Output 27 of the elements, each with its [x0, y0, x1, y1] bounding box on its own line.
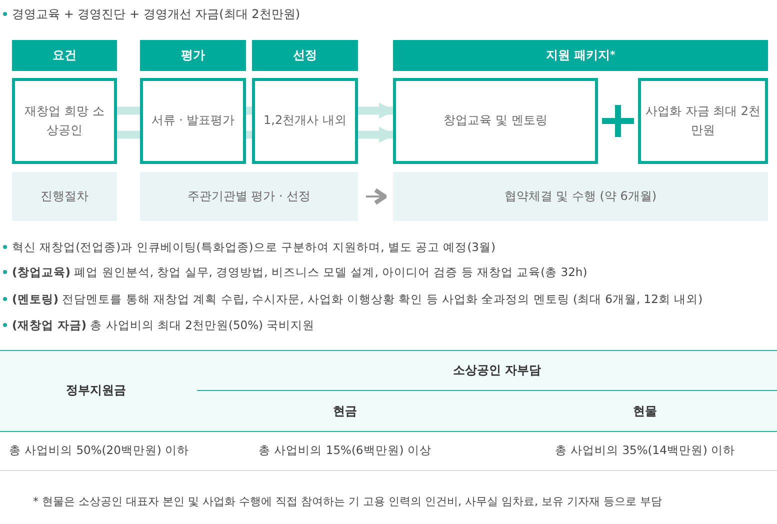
arrow [366, 188, 388, 205]
step-box: 창업교육 및 멘토링 [393, 78, 598, 164]
note-text: 혁신 재창업(전업종)과 인큐베이팅(특화업종)으로 구분하여 지원하며, 별도 공고 예정(3월) [12, 239, 496, 256]
note-text: (창업교육) 폐업 원인분석, 창업 실무, 경영방법, 비즈니스 모델 설계, 아이디어 검증 등 재창업 교육(총 32h) [12, 264, 588, 281]
header-bar: 요건 [12, 40, 117, 71]
stage-band: 주관기관별 평가 · 선정 [140, 172, 358, 221]
arrow [358, 126, 395, 143]
arrow [358, 102, 395, 119]
header-bar: 선정 [252, 40, 358, 71]
footnote-text: * 현물은 소상공인 대표자 본인 및 사업화 수행에 직접 참여하는 기 고용 인력의 인건비, 사무실 임차료, 보유 기자재 등으로 부담 [33, 494, 662, 510]
column-header: 소상공인 자부담 [452, 363, 542, 377]
step-box: 사업화 자금 최대 2천만원 [638, 78, 768, 164]
column-header: 현금 [333, 404, 357, 418]
column-header: 정부지원금 [66, 383, 126, 397]
step-box: 서류 · 발표평가 [140, 78, 246, 164]
table-text: 총 사업비의 50%(20백만원) 이하 [8, 443, 190, 457]
column-header: 현물 [633, 404, 657, 418]
table-text: 총 사업비의 35%(14백만원) 이하 [554, 443, 736, 457]
stage-band: 진행절차 [12, 172, 117, 221]
table-text: 총 사업비의 15%(6백만원) 이상 [258, 443, 432, 457]
stage-band: 협약체결 및 수행 (약 6개월) [393, 172, 768, 221]
step-box: 1,2천개사 내외 [252, 78, 358, 164]
heading-text: 경영교육 + 경영진단 + 경영개선 자금(최대 2천만원) [12, 6, 300, 23]
note-text: (멘토링) 전담멘토를 통해 재창업 계획 수립, 수시자문, 사업화 이행상황 확인 등 사업화 全과정의 멘토링 (최대 6개월, 12회 내외) [12, 291, 703, 308]
note-text: (재창업 자금) 총 사업비의 최대 2천만원(50%) 국비지원 [12, 317, 315, 334]
header-bar: 평가 [140, 40, 246, 71]
step-box: 재창업 희망 소상공인 [12, 78, 117, 164]
